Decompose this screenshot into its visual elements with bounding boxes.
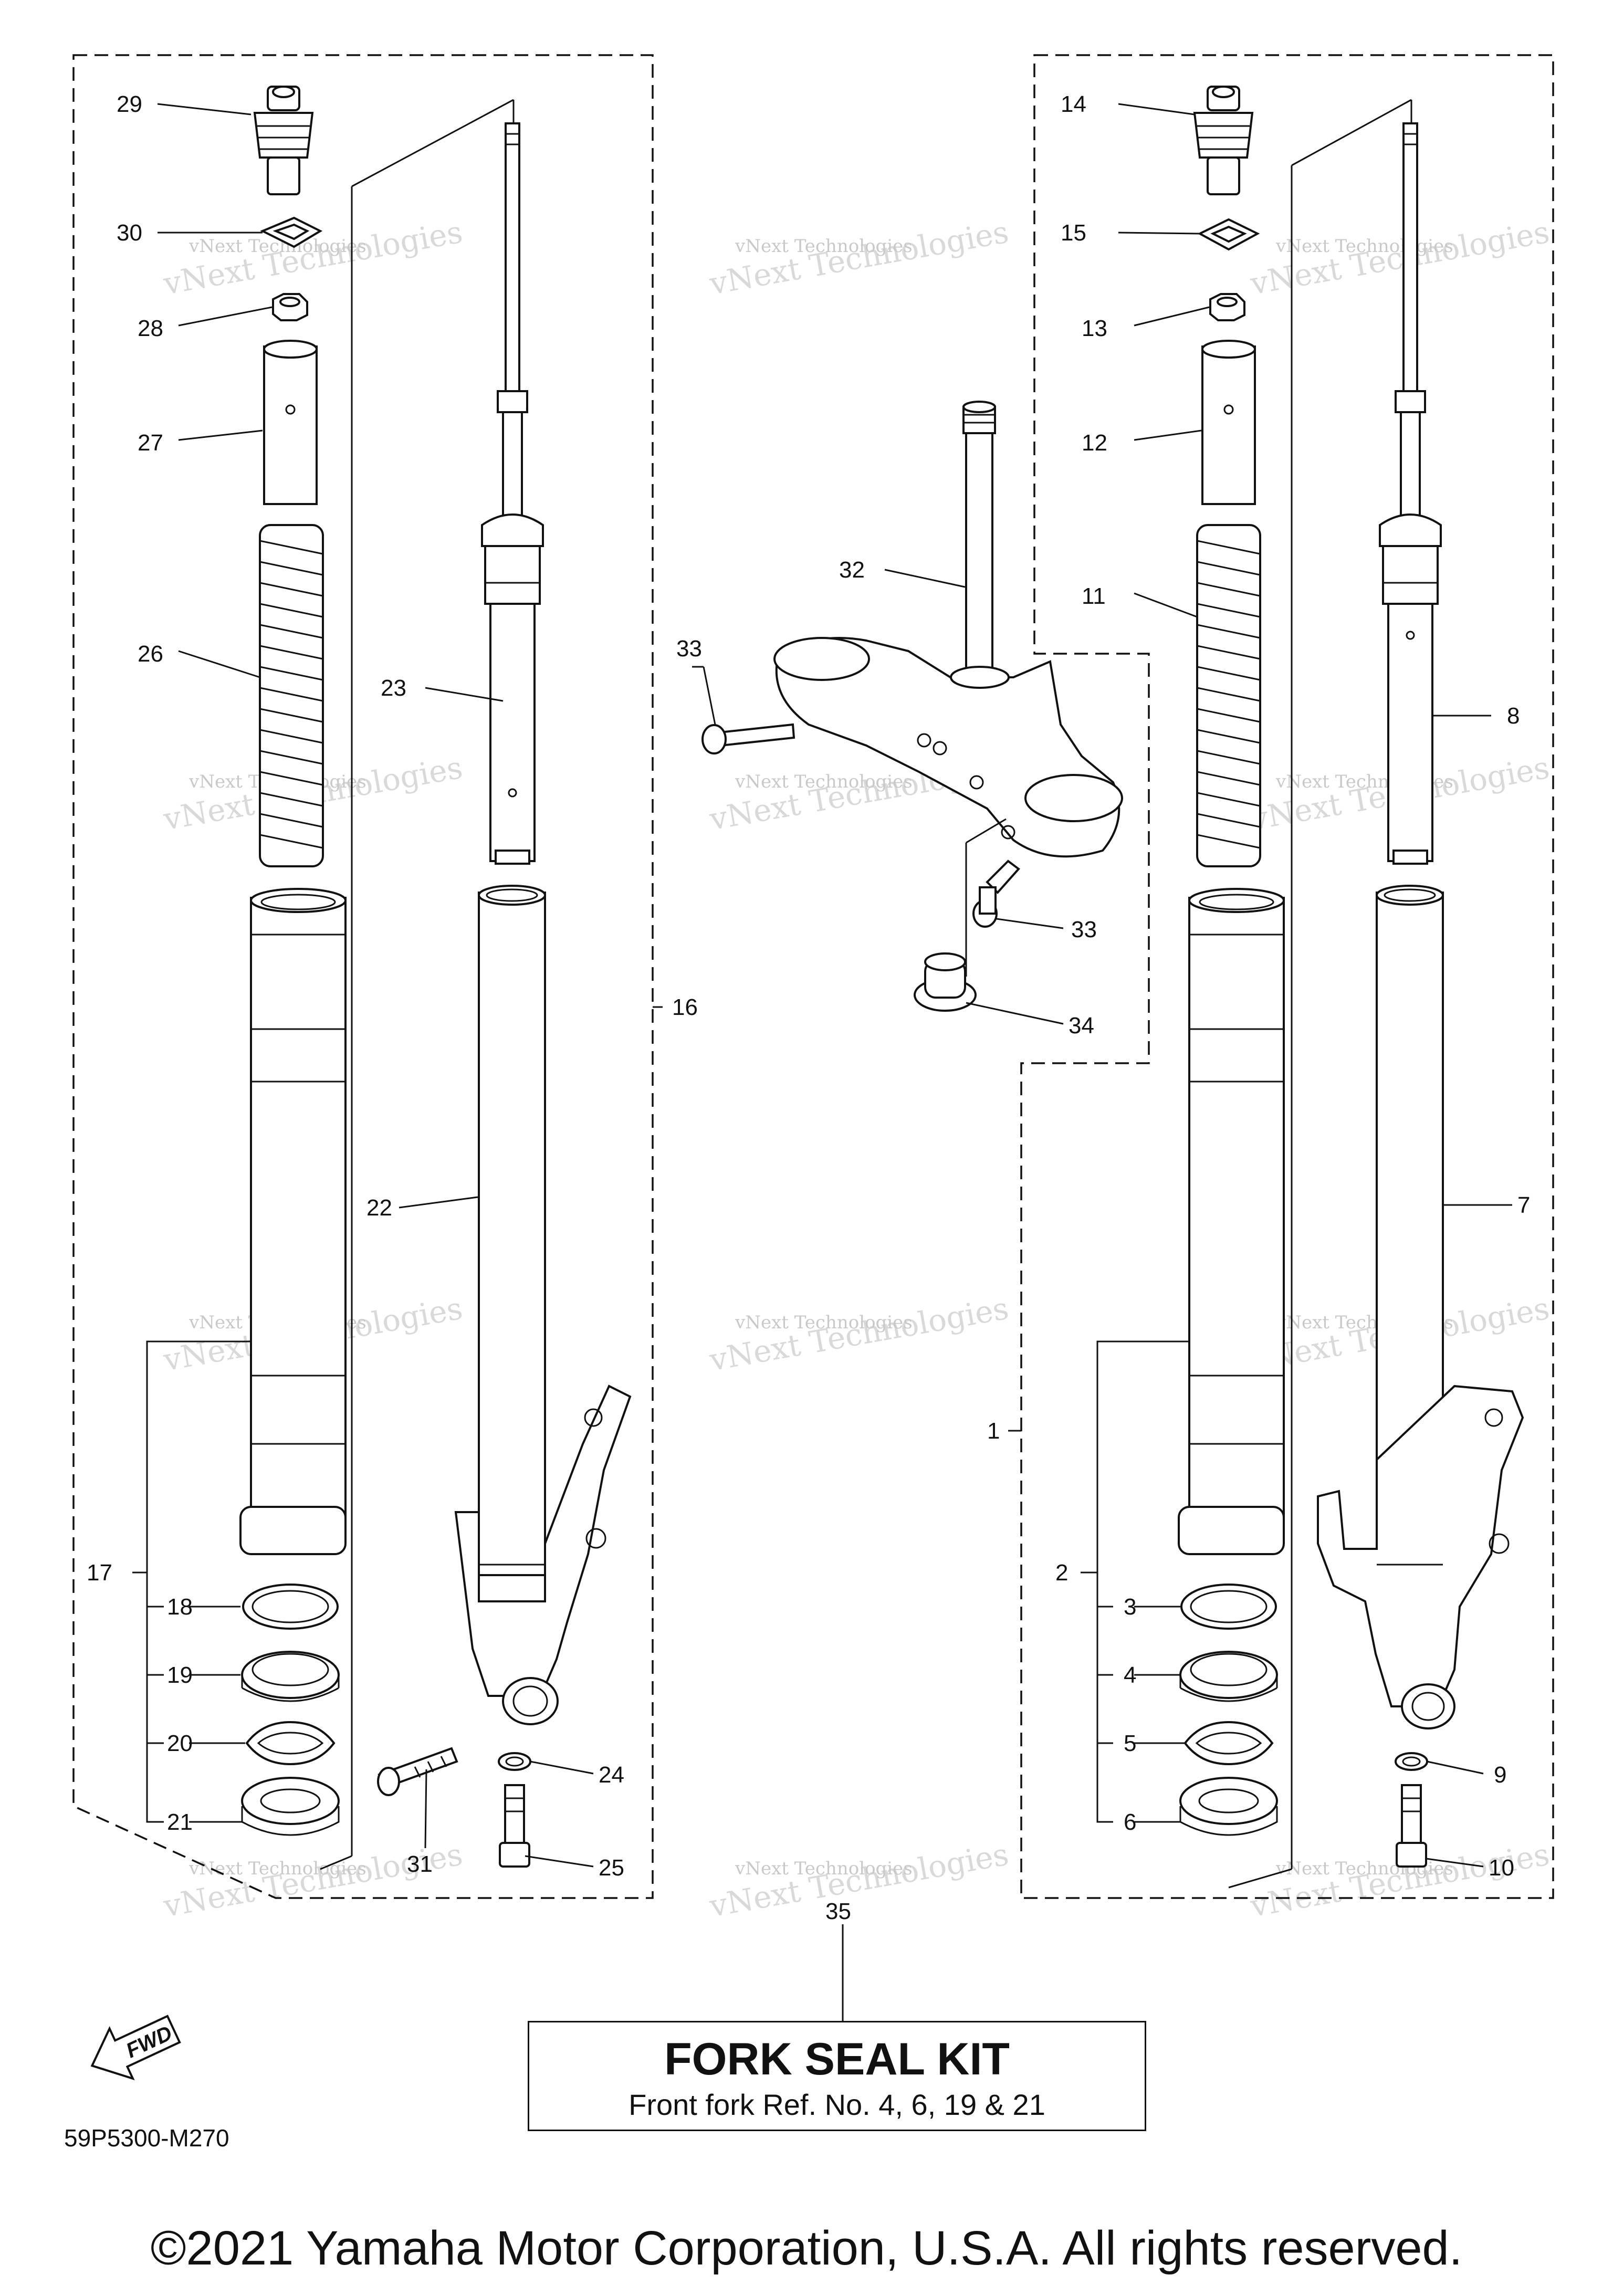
right-fork-assembly bbox=[1178, 86, 1524, 1868]
callout-30: 30 bbox=[117, 220, 142, 246]
part-inner-tube-7 bbox=[1317, 885, 1524, 1729]
callout-15: 15 bbox=[1061, 220, 1086, 246]
callout-25: 25 bbox=[599, 1855, 624, 1881]
callout-9: 9 bbox=[1494, 1762, 1506, 1788]
callout-1: 1 bbox=[987, 1418, 1000, 1444]
callout-26: 26 bbox=[138, 641, 163, 667]
callout-27: 27 bbox=[138, 430, 163, 456]
watermark-text: vNext Technologies bbox=[735, 1858, 913, 1879]
left-fork-assembly bbox=[239, 86, 632, 1868]
callout-29: 29 bbox=[117, 91, 142, 117]
callout-2: 2 bbox=[1055, 1560, 1068, 1586]
part-outer-tube-17 bbox=[239, 888, 347, 1555]
callout-33a: 33 bbox=[676, 636, 702, 662]
part-ring-18 bbox=[242, 1584, 339, 1630]
part-damper-rod-23 bbox=[481, 122, 544, 865]
part-oil-seal-4 bbox=[1179, 1651, 1278, 1702]
callout-4: 4 bbox=[1124, 1662, 1136, 1688]
part-under-bracket-32 bbox=[773, 401, 1123, 858]
part-spring-26 bbox=[259, 524, 324, 867]
watermark-text-large: vNext Technologies bbox=[707, 214, 1011, 301]
callout-12: 12 bbox=[1082, 430, 1107, 456]
part-spacer-27 bbox=[263, 340, 318, 505]
right-fork-group-outline bbox=[1020, 54, 1554, 1899]
part-bottom-bolt-25 bbox=[499, 1784, 530, 1868]
part-clamp-bolt-33a bbox=[701, 723, 795, 754]
callout-13: 13 bbox=[1082, 316, 1107, 341]
callouts: 29 30 28 27 26 23 16 22 17 18 19 20 21 3… bbox=[87, 91, 1530, 1924]
callout-32: 32 bbox=[839, 557, 865, 583]
callout-19: 19 bbox=[167, 1662, 193, 1688]
part-clip-5 bbox=[1183, 1721, 1274, 1766]
kit-title: FORK SEAL KIT bbox=[664, 2034, 1010, 2084]
callout-6: 6 bbox=[1124, 1809, 1136, 1835]
part-damper-rod-8 bbox=[1379, 122, 1442, 865]
callout-10: 10 bbox=[1489, 1855, 1514, 1881]
part-bottom-bolt-10 bbox=[1396, 1784, 1427, 1868]
watermark-text-large: vNext Technologies bbox=[1248, 214, 1552, 301]
triple-clamp-assembly bbox=[701, 401, 1123, 1012]
kit-brackets bbox=[132, 1006, 1189, 1823]
watermark-text: vNext Technologies bbox=[735, 771, 913, 792]
part-spacer-12 bbox=[1201, 340, 1256, 505]
callout-5: 5 bbox=[1124, 1731, 1136, 1756]
callout-28: 28 bbox=[138, 316, 163, 341]
group-outlines bbox=[72, 54, 1554, 1899]
callout-22: 22 bbox=[366, 1195, 392, 1221]
kit-subtitle: Front fork Ref. No. 4, 6, 19 & 21 bbox=[629, 2088, 1045, 2121]
part-washer-30 bbox=[260, 216, 323, 248]
callout-20: 20 bbox=[167, 1731, 193, 1756]
part-clip-20 bbox=[245, 1721, 336, 1766]
part-washer-9 bbox=[1395, 1752, 1428, 1771]
part-cap-34 bbox=[914, 952, 977, 1012]
part-cap-bolt-14 bbox=[1193, 86, 1254, 195]
leader-lines bbox=[157, 103, 1512, 2021]
part-dust-seal-6 bbox=[1179, 1777, 1278, 1836]
part-oil-seal-19 bbox=[241, 1651, 340, 1702]
callout-18: 18 bbox=[167, 1594, 193, 1620]
left-fork-group-outline bbox=[72, 54, 654, 1899]
part-pinch-bolt-31 bbox=[377, 1747, 458, 1796]
part-dust-seal-21 bbox=[241, 1777, 340, 1836]
fwd-arrow-icon bbox=[90, 2015, 181, 2081]
callout-33b: 33 bbox=[1071, 917, 1097, 942]
callout-11: 11 bbox=[1082, 583, 1106, 609]
callout-23: 23 bbox=[381, 675, 406, 701]
part-inner-tube-22 bbox=[454, 885, 632, 1725]
part-outer-tube-2 bbox=[1178, 888, 1285, 1555]
part-spring-11 bbox=[1196, 524, 1261, 867]
fork-seal-kit-box: FORK SEAL KIT Front fork Ref. No. 4, 6, … bbox=[528, 2021, 1146, 2131]
assembly-axis-lines bbox=[320, 99, 1412, 1889]
part-ring-3 bbox=[1180, 1584, 1277, 1630]
callout-24: 24 bbox=[599, 1762, 624, 1788]
copyright-notice: ©2021 Yamaha Motor Corporation, U.S.A. A… bbox=[150, 2221, 1463, 2275]
watermark-text-large: vNext Technologies bbox=[161, 1836, 465, 1924]
part-nut-28 bbox=[272, 293, 308, 321]
fwd-arrow: FWD bbox=[90, 2015, 181, 2081]
callout-14: 14 bbox=[1061, 91, 1086, 117]
part-clamp-bolt-33b bbox=[972, 859, 1020, 928]
callout-17: 17 bbox=[87, 1560, 112, 1586]
callout-35: 35 bbox=[825, 1899, 851, 1924]
part-nut-13 bbox=[1209, 293, 1245, 321]
watermark-text: vNext Technologies bbox=[735, 236, 913, 257]
callout-3: 3 bbox=[1124, 1594, 1136, 1620]
watermark-text: vNext Technologies bbox=[1275, 236, 1453, 257]
part-cap-bolt-29 bbox=[253, 86, 314, 195]
watermark-text-large: vNext Technologies bbox=[707, 1836, 1011, 1924]
watermark-text: vNext Technologies bbox=[735, 1312, 913, 1333]
watermark-text-large: vNext Technologies bbox=[707, 1290, 1011, 1378]
watermarks: vNext Technologies vNext Technologies vNe… bbox=[161, 214, 1552, 1924]
diagram-code: 59P5300-M270 bbox=[64, 2124, 229, 2152]
callout-31: 31 bbox=[407, 1851, 433, 1877]
callout-16: 16 bbox=[672, 994, 698, 1020]
part-washer-15 bbox=[1197, 218, 1260, 251]
callout-7: 7 bbox=[1517, 1192, 1530, 1218]
callout-21: 21 bbox=[167, 1809, 193, 1835]
part-washer-24 bbox=[498, 1752, 531, 1771]
callout-34: 34 bbox=[1069, 1013, 1094, 1039]
callout-8: 8 bbox=[1507, 703, 1520, 729]
